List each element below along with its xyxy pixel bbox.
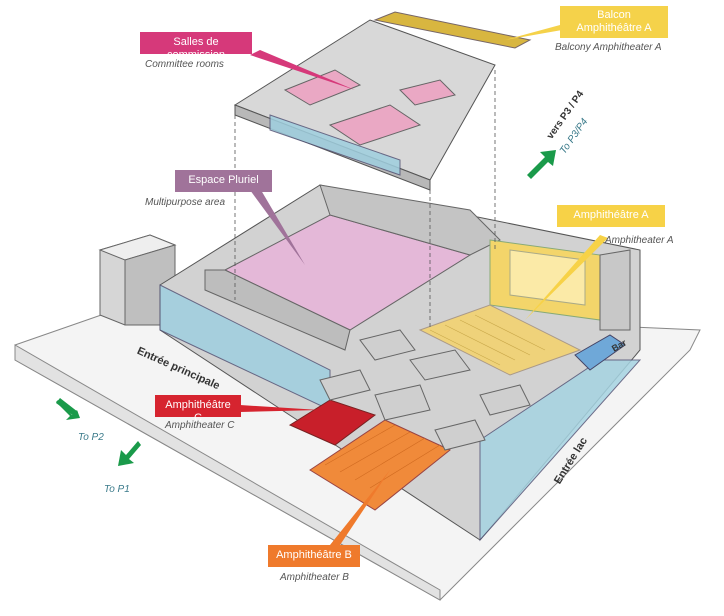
label-amphitheatre-a: Amphithéâtre A [557, 205, 665, 227]
arrow-to-p1 [118, 441, 141, 466]
pointer-amphiC [240, 405, 320, 412]
amphitheater-a-stage [489, 239, 631, 331]
balcony-strip [373, 11, 532, 49]
pointer-salles [250, 50, 355, 90]
label-amphitheatre-c: Amphithéâtre C [155, 395, 241, 424]
projection-lines [234, 70, 496, 330]
rear-wall [319, 184, 501, 256]
subtitle-amphitheater-b: Amphitheater B [280, 572, 349, 583]
pointer-balcon [505, 25, 562, 40]
direction-to-p1: To P1 [104, 484, 130, 495]
bar-area [574, 334, 626, 371]
glass-facade-lake [479, 359, 642, 542]
pointer-espace [250, 185, 305, 265]
committee-rooms-floor [233, 19, 496, 191]
label-espace-pluriel: Espace Pluriel [175, 170, 272, 192]
subtitle-amphitheater-c: Amphitheater C [165, 420, 235, 431]
arrow-to-p2 [56, 398, 80, 420]
committee-glass [269, 114, 401, 176]
pointer-amphiB [330, 470, 390, 548]
label-balcon-line1: Balcon [597, 9, 631, 21]
label-balcon: Balcon Amphithéâtre A [560, 6, 668, 38]
pointer-amphiA [525, 235, 608, 320]
direction-to-p2: To P2 [78, 432, 104, 443]
room-blocks [319, 329, 531, 451]
arrow-to-p3p4 [527, 150, 556, 179]
label-salles-de-commission: Salles de commission [140, 32, 252, 61]
subtitle-committee-rooms: Committee rooms [145, 59, 224, 70]
label-amphitheatre-b: Amphithéâtre B [268, 545, 360, 567]
amphitheater-c-seating [288, 399, 377, 446]
subtitle-multipurpose: Multipurpose area [145, 197, 226, 208]
subtitle-balcony: Balcony Amphitheater A [555, 42, 662, 53]
label-balcon-line2: Amphithéâtre A [576, 22, 652, 34]
ground-plate-edge [14, 344, 441, 601]
subtitle-amphitheater-a: Amphitheater A [605, 235, 674, 246]
